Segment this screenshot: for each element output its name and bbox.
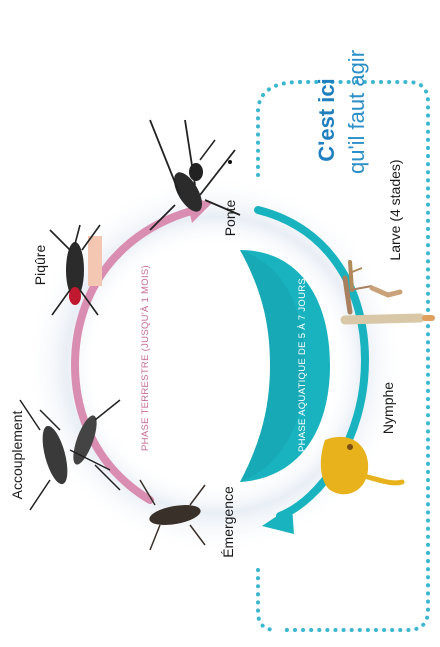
label-piqure: Piqûre — [32, 245, 48, 286]
cycle-halo — [25, 175, 405, 555]
callout-dotted-frame-left — [258, 82, 300, 175]
label-accouplement: Accouplement — [9, 411, 25, 500]
label-ponte: Ponte — [222, 199, 238, 236]
callout-bold-text: C'est ici — [314, 78, 339, 162]
terrestrial-phase-text: PHASE TERRESTRE (JUSQU'À 1 MOIS) — [140, 265, 151, 451]
label-nymphe: Nymphe — [380, 382, 396, 434]
label-emergence: Émergence — [220, 486, 236, 558]
label-larve: Larve (4 stades) — [387, 159, 403, 260]
aquatic-phase-text: PHASE AQUATIQUE DE 5 À 7 JOURS — [297, 278, 308, 452]
callout-dotted-frame-bottom — [258, 570, 276, 630]
callout-text: qu'il faut agir — [344, 50, 369, 174]
